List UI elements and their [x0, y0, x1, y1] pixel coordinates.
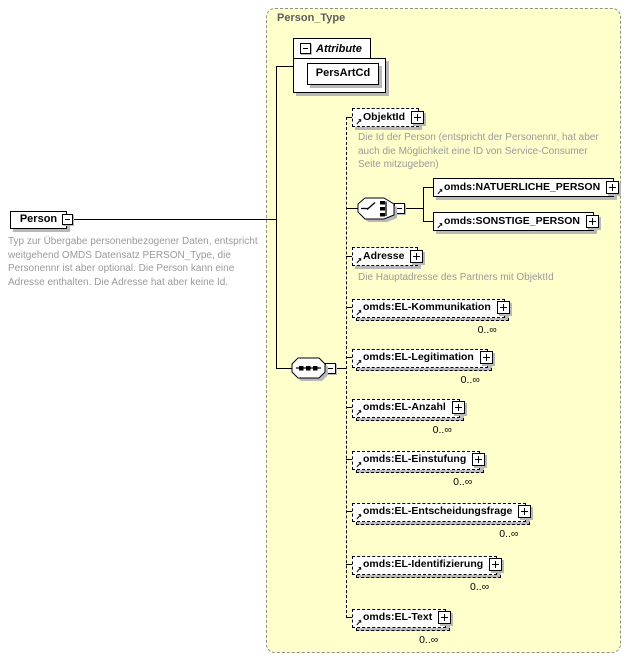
row-el-identifizierung: ↗ omds:EL-Identifizierung 0..∞: [352, 555, 503, 593]
element-el-einstufung-label: omds:EL-Einstufung: [363, 453, 467, 465]
element-el-kommunikation-label: omds:EL-Kommunikation: [363, 301, 491, 313]
el-kommunikation-expand-icon[interactable]: [496, 301, 510, 314]
stub-el-kommunikation: [346, 307, 352, 308]
sequence-connector-icon[interactable]: [291, 357, 332, 385]
reference-arrow-icon: ↗: [355, 357, 363, 368]
element-el-anzahl-label: omds:EL-Anzahl: [363, 401, 446, 413]
attribute-group-label: Attribute: [316, 42, 362, 55]
occurs-label: 0..∞: [499, 527, 519, 540]
reference-arrow-icon: ↗: [355, 117, 363, 127]
row-el-legitimation: ↗ omds:EL-Legitimation 0..∞: [352, 348, 493, 386]
sequence-stub-line: [276, 368, 292, 369]
element-el-entscheidungsfrage[interactable]: ↗ omds:EL-Entscheidungsfrage: [352, 502, 532, 522]
stub-el-einstufung: [346, 459, 352, 460]
children-spine-line: [346, 117, 347, 618]
element-el-einstufung[interactable]: ↗ omds:EL-Einstufung: [352, 450, 486, 470]
person-connector-line: [73, 219, 276, 220]
reference-arrow-icon: ↗: [355, 511, 363, 522]
row-el-kommunikation: ↗ omds:EL-Kommunikation 0..∞: [352, 298, 510, 336]
objektid-expand-icon[interactable]: [411, 110, 425, 124]
reference-arrow-icon: ↗: [355, 407, 363, 418]
element-el-kommunikation[interactable]: ↗ omds:EL-Kommunikation: [352, 298, 510, 318]
objektid-documentation: Die Id der Person (entspricht der Person…: [358, 132, 599, 170]
element-el-identifizierung[interactable]: ↗ omds:EL-Identifizierung: [352, 555, 503, 575]
stub-el-entscheidungsfrage: [346, 511, 352, 512]
element-sonstige-person-label: omds:SONSTIGE_PERSON: [444, 214, 580, 227]
el-anzahl-expand-icon[interactable]: [451, 401, 465, 414]
element-natuerliche-person-label: omds:NATUERLICHE_PERSON: [444, 180, 601, 193]
choice-connector-icon[interactable]: [357, 197, 402, 227]
sonstige-person-expand-icon[interactable]: [585, 214, 599, 228]
row-el-entscheidungsfrage: ↗ omds:EL-Entscheidungsfrage 0..∞: [352, 502, 532, 540]
element-person[interactable]: Person: [10, 211, 67, 229]
reference-arrow-icon: ↗: [436, 187, 444, 197]
attribute-collapse-icon[interactable]: [300, 43, 311, 54]
person-type-panel: [266, 8, 621, 653]
element-objektid[interactable]: ↗ ObjektId: [352, 108, 425, 127]
element-el-legitimation-label: omds:EL-Legitimation: [363, 351, 474, 363]
occurs-label: 0..∞: [470, 580, 490, 593]
stub-adresse: [346, 256, 352, 257]
occurs-label: 0..∞: [419, 633, 439, 646]
natuerliche-person-expand-icon[interactable]: [606, 180, 620, 194]
sequence-out-line: [336, 368, 346, 369]
stub-choice: [346, 208, 358, 209]
attribute-group-tab[interactable]: Attribute: [293, 38, 371, 59]
el-legitimation-expand-icon[interactable]: [479, 351, 493, 364]
attribute-persartcd-label: PersArtCd: [315, 67, 371, 79]
choice-branch-line: [423, 187, 424, 222]
element-el-entscheidungsfrage-label: omds:EL-Entscheidungsfrage: [363, 505, 513, 517]
stub-el-identifizierung: [346, 564, 352, 565]
reference-arrow-icon: ↗: [436, 221, 444, 231]
choice-branch-sonstige: [423, 221, 433, 222]
row-el-anzahl: ↗ omds:EL-Anzahl 0..∞: [352, 398, 465, 436]
attribute-stub-line: [276, 66, 293, 67]
choice-branch-natuerliche: [423, 187, 433, 188]
reference-arrow-icon: ↗: [355, 256, 363, 266]
attribute-persartcd[interactable]: PersArtCd: [307, 63, 379, 85]
person-documentation: Typ zur Übergabe personenbezogener Daten…: [8, 236, 258, 288]
occurs-label: 0..∞: [453, 475, 473, 488]
choice-out-line: [405, 208, 423, 209]
content-model-trunk-line: [276, 66, 277, 369]
element-objektid-label: ObjektId: [363, 110, 406, 123]
element-el-identifizierung-label: omds:EL-Identifizierung: [363, 558, 484, 570]
el-entscheidungsfrage-expand-icon[interactable]: [518, 505, 532, 518]
element-adresse-label: Adresse: [363, 249, 405, 262]
stub-el-text: [346, 617, 352, 618]
occurs-label: 0..∞: [432, 423, 452, 436]
element-el-text[interactable]: ↗ omds:EL-Text: [352, 608, 452, 628]
el-einstufung-expand-icon[interactable]: [472, 453, 486, 466]
element-el-legitimation[interactable]: ↗ omds:EL-Legitimation: [352, 348, 493, 368]
row-el-text: ↗ omds:EL-Text 0..∞: [352, 608, 452, 646]
reference-arrow-icon: ↗: [355, 564, 363, 575]
element-sonstige-person[interactable]: ↗ omds:SONSTIGE_PERSON: [433, 212, 599, 231]
person-collapse-icon[interactable]: [62, 214, 73, 225]
el-text-expand-icon[interactable]: [438, 611, 452, 624]
reference-arrow-icon: ↗: [355, 459, 363, 470]
occurs-label: 0..∞: [477, 323, 497, 336]
element-adresse[interactable]: ↗ Adresse: [352, 247, 424, 266]
adresse-expand-icon[interactable]: [410, 249, 424, 263]
element-person-label: Person: [19, 213, 58, 225]
reference-arrow-icon: ↗: [355, 307, 363, 318]
stub-objektid: [346, 117, 352, 118]
occurs-label: 0..∞: [460, 373, 480, 386]
stub-el-anzahl: [346, 407, 352, 408]
panel-title: Person_Type: [277, 12, 346, 24]
element-el-text-label: omds:EL-Text: [363, 611, 433, 623]
element-natuerliche-person[interactable]: ↗ omds:NATUERLICHE_PERSON: [433, 178, 620, 197]
el-identifizierung-expand-icon[interactable]: [489, 558, 503, 571]
stub-el-legitimation: [346, 357, 352, 358]
reference-arrow-icon: ↗: [355, 617, 363, 628]
adresse-documentation: Die Hauptadresse des Partners mit Objekt…: [358, 272, 554, 283]
row-el-einstufung: ↗ omds:EL-Einstufung 0..∞: [352, 450, 486, 488]
element-el-anzahl[interactable]: ↗ omds:EL-Anzahl: [352, 398, 465, 418]
